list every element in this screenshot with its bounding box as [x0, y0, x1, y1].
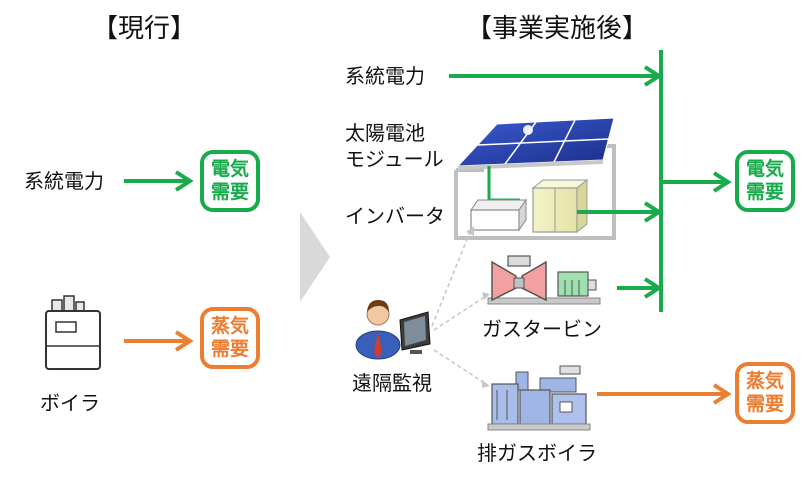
transition-chevron — [300, 212, 330, 302]
solar-label-line-1: 太陽電池 — [345, 121, 425, 145]
current-steam-arrow — [124, 330, 194, 352]
demand-line-2: 需要 — [210, 338, 249, 360]
exhaust-boiler-icon — [487, 365, 591, 431]
after-demand-arrow — [663, 171, 732, 193]
solar-wire — [487, 166, 520, 202]
after-grid-label: 系統電力 — [345, 64, 425, 88]
demand-line-1: 電気 — [210, 158, 249, 180]
after-header: 【事業実施後】 — [466, 14, 649, 44]
demand-line-1: 蒸気 — [210, 315, 249, 337]
remote-monitoring-label: 遠隔監視 — [352, 371, 432, 395]
current-electric-demand-box: 電気 需要 — [200, 150, 260, 212]
solar-label-line-2: モジュール — [345, 147, 444, 171]
demand-line-2: 需要 — [745, 181, 784, 203]
operator-icon — [355, 300, 401, 360]
current-grid-label: 系統電力 — [24, 169, 104, 193]
boiler-label: ボイラ — [40, 391, 100, 415]
solar-output-arrow — [577, 201, 663, 223]
exhaust-boiler-label: 排ガスボイラ — [477, 441, 597, 465]
boiler-icon — [45, 295, 101, 370]
demand-line-1: 電気 — [745, 158, 784, 180]
gas-turbine-icon — [487, 255, 601, 305]
after-electric-demand-box: 電気 需要 — [735, 150, 795, 212]
turbine-output-arrow — [617, 277, 663, 299]
current-steam-demand-box: 蒸気 需要 — [200, 307, 260, 369]
after-grid-arrow — [449, 65, 663, 87]
after-steam-demand-box: 蒸気 需要 — [735, 362, 795, 424]
current-header: 【現行】 — [92, 14, 197, 44]
current-grid-arrow — [124, 170, 194, 192]
monitor-pc-icon — [399, 311, 431, 354]
cabinet-icon — [531, 178, 589, 234]
exhaust-steam-arrow — [597, 383, 732, 405]
solar-panel-icon — [456, 117, 615, 170]
monitoring-links — [431, 231, 487, 385]
demand-line-1: 蒸気 — [745, 370, 784, 392]
gas-turbine-label: ガスタービン — [482, 317, 602, 341]
building-outline — [454, 144, 616, 240]
demand-line-2: 需要 — [745, 393, 784, 415]
inverter-icon — [470, 198, 527, 232]
inverter-label: インバータ — [345, 204, 445, 228]
demand-line-2: 需要 — [210, 181, 249, 203]
